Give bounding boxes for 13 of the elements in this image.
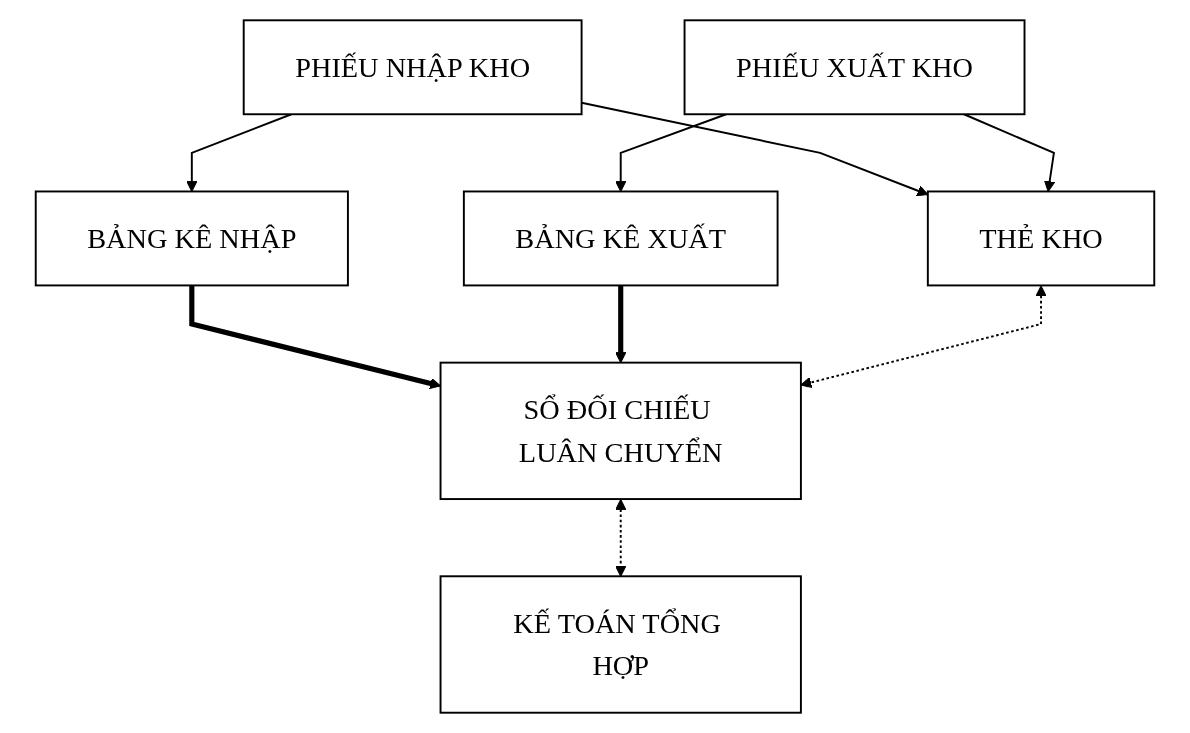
arrow xyxy=(615,113,728,192)
arrow xyxy=(186,113,293,192)
arrow xyxy=(615,499,627,577)
node-box: KẾ TOÁN TỔNG HỢP xyxy=(439,575,802,714)
arrow xyxy=(800,285,1047,389)
arrow xyxy=(963,113,1056,192)
node-box: PHIẾU NHẬP KHO xyxy=(242,19,583,116)
node-box: THẺ KHO xyxy=(926,190,1156,287)
arrow xyxy=(615,285,627,364)
node-box: SỔ ĐỐI CHIẾU LUÂN CHUYỂN xyxy=(439,361,802,501)
node-box: BẢNG KÊ NHẬP xyxy=(34,190,349,287)
node-box: PHIẾU XUẤT KHO xyxy=(683,19,1026,116)
node-box: BẢNG KÊ XUẤT xyxy=(462,190,779,287)
